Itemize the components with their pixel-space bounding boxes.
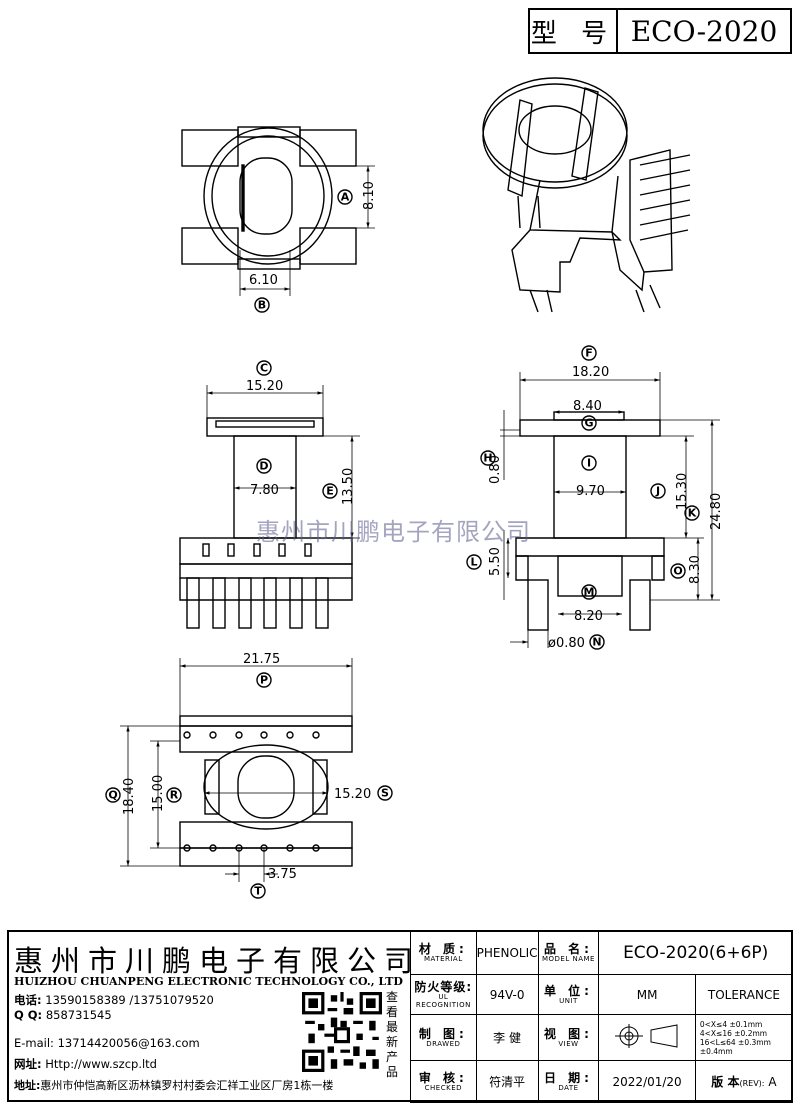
date-value: 2022/01/20 (598, 1060, 696, 1103)
spec-table: 材 质:MATERIAL PHENOLIC 品 名:MODEL NAME ECO… (410, 930, 794, 1103)
web-label: 网址: (14, 1057, 42, 1071)
label-f: F (585, 347, 593, 360)
dim-bottom-q: 18.40 (122, 778, 137, 815)
web-value[interactable]: Http://www.szcp.ltd (45, 1057, 157, 1071)
label-t: T (254, 885, 262, 898)
qq-value: 858731545 (45, 1008, 112, 1022)
label-n: N (592, 636, 601, 649)
address-row: 地址:惠州市仲恺高新区沥林镇罗村村委会汇祥工业区厂房1栋一楼 (14, 1077, 333, 1093)
revision-value: A (768, 1075, 777, 1089)
flame-header: 防火等级:UL RECOGNITION (410, 974, 477, 1015)
dim-side-h: 0.80 (488, 455, 503, 484)
label-q: Q (108, 789, 117, 802)
email-row: E-mail: 13714420056@163.com (14, 1036, 200, 1050)
phone-label: 电话: (14, 993, 42, 1007)
address-value: 惠州市仲恺高新区沥林镇罗村村委会汇祥工业区厂房1栋一楼 (40, 1079, 334, 1092)
dim-side-g: 8.40 (573, 399, 602, 414)
projection-icon (615, 1023, 678, 1048)
material-value: PHENOLIC (475, 930, 539, 975)
material-header: 材 质:MATERIAL (410, 930, 477, 975)
side-view (500, 372, 720, 648)
company-name-en: HUIZHOU CHUANPENG ELECTRONIC TECHNOLOGY … (14, 975, 403, 988)
email-label: E-mail: (14, 1036, 54, 1050)
label-l: L (470, 556, 477, 569)
dim-front-c: 15.20 (246, 379, 283, 394)
label-r: R (170, 789, 179, 802)
label-g: G (584, 417, 593, 430)
label-j: J (655, 485, 660, 498)
checked-header: 审 核:CHECKED (410, 1060, 477, 1103)
dim-side-f: 18.20 (572, 365, 609, 380)
dim-bottom-r: 15.00 (151, 775, 166, 812)
drawn-value: 李 健 (475, 1014, 539, 1061)
dim-top-a: 8.10 (362, 181, 377, 210)
label-k: K (688, 507, 697, 520)
label-a: A (341, 191, 350, 204)
email-value[interactable]: 13714420056@163.com (57, 1036, 200, 1050)
unit-value: MM (598, 974, 696, 1015)
address-label: 地址: (14, 1079, 41, 1092)
watermark: 惠州市川鹏电子有限公司 (256, 518, 531, 546)
label-d: D (259, 460, 268, 473)
dim-side-l: 5.50 (488, 547, 503, 576)
isometric-view (482, 77, 691, 313)
date-header: 日 期:DATE (537, 1060, 600, 1103)
type-label: 型 号 (530, 10, 618, 52)
label-h: H (483, 452, 492, 465)
label-e: E (326, 485, 334, 498)
qq-row: Q Q: 858731545 (14, 1008, 112, 1022)
label-p: P (260, 674, 268, 687)
label-s: S (381, 787, 389, 800)
web-row: 网址: Http://www.szcp.ltd (14, 1056, 157, 1072)
dim-side-o: 8.30 (688, 555, 703, 584)
tolerance-label: TOLERANCE (694, 974, 794, 1015)
view-header: 视 图:VIEW (537, 1014, 600, 1061)
phone-row: 电话: 13590158389 /13751079520 (14, 992, 214, 1008)
flame-value: 94V-0 (475, 974, 539, 1015)
model-name-value: ECO-2020(6+6P) (598, 930, 793, 975)
dim-side-k: 24.80 (709, 493, 724, 530)
dim-bottom-t: 3.75 (268, 867, 297, 882)
company-name-cn: 惠州市川鹏电子有限公司 (14, 944, 422, 978)
bottom-view (120, 658, 353, 882)
revision-cell: 版 本(REV): A (694, 1060, 794, 1103)
model-number: ECO-2020 (630, 14, 778, 48)
dim-bottom-p: 21.75 (243, 652, 280, 667)
label-o: O (673, 565, 682, 578)
dim-side-i: 9.70 (576, 484, 605, 499)
qr-caption: 查看最新产品 (386, 990, 399, 1079)
dim-side-n: ø0.80 (548, 636, 585, 651)
dim-bottom-s: 15.20 (334, 787, 371, 802)
qr-code-icon[interactable] (302, 992, 382, 1072)
model-name-header: 品 名:MODEL NAME (537, 930, 600, 975)
label-i: I (587, 457, 591, 470)
top-view (181, 126, 375, 296)
label-b: B (258, 299, 266, 312)
checked-value: 符清平 (475, 1060, 539, 1103)
unit-header: 单 位:UNIT (537, 974, 600, 1015)
label-m: M (584, 586, 595, 599)
dim-side-m: 8.20 (574, 609, 603, 624)
qq-label: Q Q: (14, 1008, 43, 1022)
projection-symbol (598, 1014, 696, 1061)
dim-top-b: 6.10 (249, 273, 278, 288)
drawn-header: 制 图:DRAWED (410, 1014, 477, 1061)
dim-front-d: 7.80 (250, 483, 279, 498)
technical-drawing: 8.10 6.10 A B 15. (105, 77, 724, 899)
dim-front-e: 13.50 (341, 468, 356, 505)
label-c: C (260, 362, 268, 375)
dim-side-j: 15.30 (675, 473, 690, 510)
model-header: 型 号 ECO-2020 (528, 8, 792, 54)
phone-value: 13590158389 /13751079520 (45, 993, 214, 1007)
front-view (179, 385, 360, 629)
